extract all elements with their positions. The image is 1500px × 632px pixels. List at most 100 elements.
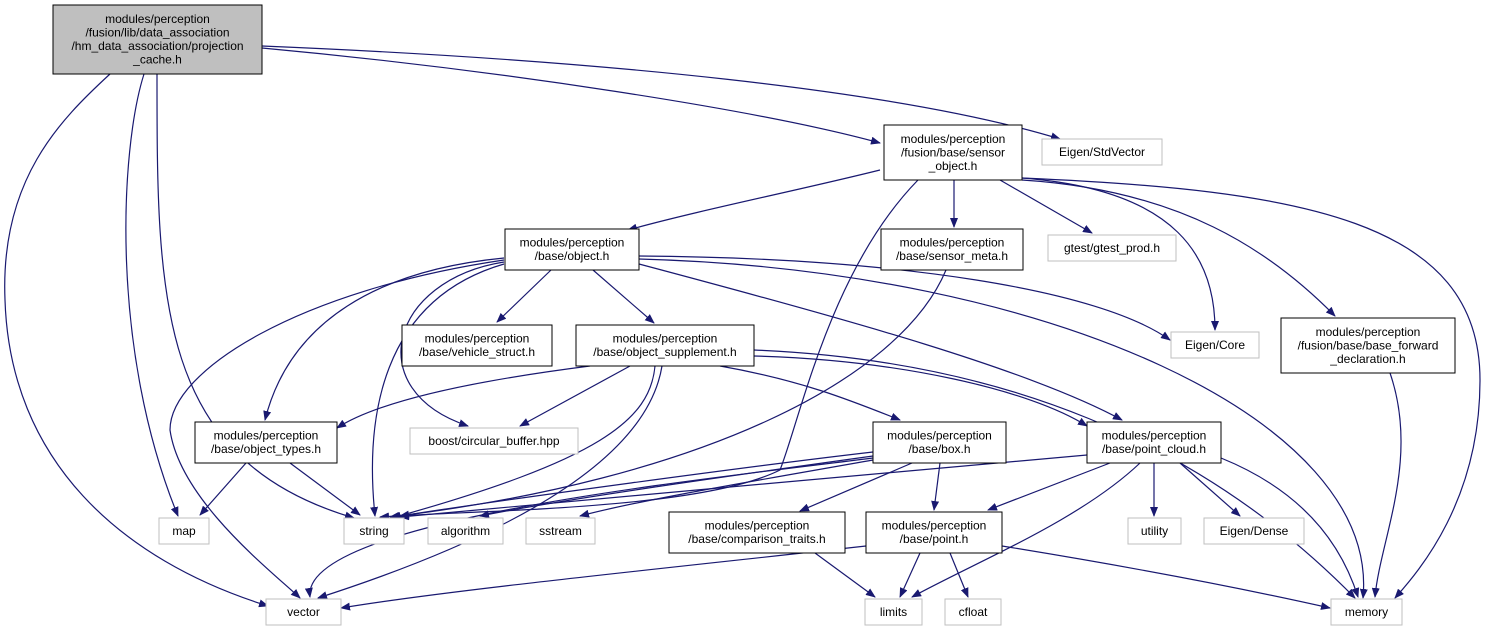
node-label-line: modules/perception <box>105 12 210 26</box>
node-gtest_prod: gtest/gtest_prod.h <box>1047 234 1177 262</box>
node-label-line: utility <box>1141 524 1168 538</box>
node-object_supplement[interactable]: modules/perception/base/object_supplemen… <box>575 324 755 367</box>
node-sstream: sstream <box>525 517 596 545</box>
node-box-vehicle_struct <box>401 324 553 367</box>
node-base_forward_declaration[interactable]: modules/perception/fusion/base/base_forw… <box>1280 317 1456 374</box>
node-box-map <box>158 517 210 545</box>
node-label-line: Eigen/Core <box>1185 338 1245 352</box>
edge-projection_cache-to-vector <box>4 73 269 608</box>
edge-object_supplement-to-string <box>391 365 656 520</box>
edge-sensor_object-to-memory <box>1021 177 1481 599</box>
node-box-base_object <box>504 228 640 271</box>
node-label-line: modules/perception <box>425 332 530 346</box>
edge-sensor_object-to-base_forward_declaration <box>1021 179 1336 317</box>
node-box-base_point <box>865 511 1003 554</box>
edge-base_point-to-cfloat <box>949 552 969 598</box>
node-label-line: vector <box>287 605 320 619</box>
node-sensor_meta[interactable]: modules/perception/base/sensor_meta.h <box>880 228 1024 271</box>
node-box[interactable]: modules/perception/base/box.h <box>872 421 1007 464</box>
node-label-line: modules/perception <box>1102 429 1207 443</box>
node-base_object[interactable]: modules/perception/base/object.h <box>504 228 640 271</box>
node-utility: utility <box>1127 517 1182 545</box>
node-box-cfloat <box>944 598 1002 626</box>
node-projection_cache[interactable]: modules/perception/fusion/lib/data_assoc… <box>52 4 263 75</box>
node-algorithm: algorithm <box>427 517 504 545</box>
edge-base_object-to-eigen_core <box>638 255 1171 341</box>
node-label-line: /base/point.h <box>900 532 969 546</box>
edge-object_supplement-to-object_types <box>336 365 591 429</box>
edge-base_object-to-string <box>370 263 505 517</box>
node-box-eigen_core <box>1170 331 1260 359</box>
node-label-line: /fusion/base/base_forward <box>1298 338 1439 352</box>
edge-sensor_object-to-gtest_prod <box>999 179 1093 234</box>
node-box-sensor_meta <box>880 228 1024 271</box>
edge-object_types-to-string <box>289 462 361 516</box>
node-label-line: modules/perception <box>520 236 625 250</box>
node-box-box <box>872 421 1007 464</box>
node-point_cloud[interactable]: modules/perception/base/point_cloud.h <box>1086 421 1222 464</box>
node-box-comparison_traits <box>668 511 846 554</box>
edge-sensor_object-to-string <box>379 179 919 521</box>
edge-base_object-to-vehicle_struct <box>496 269 552 323</box>
node-label-line: _object.h <box>928 159 978 173</box>
node-label-line: modules/perception <box>900 236 1005 250</box>
edge-sensor_object-to-base_object <box>627 169 881 232</box>
node-string: string <box>343 517 405 545</box>
node-box-algorithm <box>427 517 504 545</box>
node-vector: vector <box>265 598 342 626</box>
node-box-point_cloud <box>1086 421 1222 464</box>
node-eigen_dense: Eigen/Dense <box>1203 517 1305 545</box>
node-vehicle_struct[interactable]: modules/perception/base/vehicle_struct.h <box>401 324 553 367</box>
edge-projection_cache-to-map <box>125 73 179 517</box>
node-box-eigen_dense <box>1203 517 1305 545</box>
edge-object_supplement-to-circular_buffer <box>519 365 631 427</box>
node-label-line: cfloat <box>959 605 988 619</box>
node-box-object_supplement <box>575 324 755 367</box>
edge-object_supplement-to-point_cloud <box>753 355 1088 427</box>
node-eigen_stdvector: Eigen/StdVector <box>1041 138 1163 166</box>
edge-point_cloud-to-limits <box>911 462 1141 598</box>
edge-box-to-algorithm <box>479 455 874 519</box>
edge-box-to-comparison_traits <box>799 462 913 512</box>
edge-box-to-string <box>399 451 874 519</box>
node-memory: memory <box>1330 598 1403 626</box>
node-box-limits <box>864 598 923 626</box>
node-label-line: modules/perception <box>613 332 718 346</box>
edge-point_cloud-to-string <box>399 454 1088 521</box>
edge-object_supplement-to-vector <box>317 365 663 600</box>
edge-object_types-to-map <box>199 462 247 516</box>
node-label-line: /base/vehicle_struct.h <box>419 345 535 359</box>
node-comparison_traits[interactable]: modules/perception/base/comparison_trait… <box>668 511 846 554</box>
node-box-circular_buffer <box>409 427 579 455</box>
node-label-line: gtest/gtest_prod.h <box>1064 241 1160 255</box>
node-sensor_object[interactable]: modules/perception/fusion/base/sensor_ob… <box>883 124 1023 181</box>
node-label-line: Eigen/Dense <box>1220 524 1289 538</box>
edge-point_cloud-to-eigen_dense <box>1179 462 1241 517</box>
edge-base_forward_declaration-to-memory <box>1371 372 1402 598</box>
node-label-line: /base/object.h <box>535 249 610 263</box>
node-label-line: modules/perception <box>1316 325 1421 339</box>
node-box-vector <box>265 598 342 626</box>
node-label-line: modules/perception <box>882 519 987 533</box>
node-label-line: /hm_data_association/projection <box>71 39 243 53</box>
edge-sensor_meta-to-string <box>389 269 947 520</box>
node-label-line: memory <box>1345 605 1388 619</box>
node-label-line: Eigen/StdVector <box>1059 145 1145 159</box>
node-label-line: algorithm <box>441 524 490 538</box>
node-object_types[interactable]: modules/perception/base/object_types.h <box>194 421 338 464</box>
edge-projection_cache-to-string <box>156 73 355 520</box>
node-base_point[interactable]: modules/perception/base/point.h <box>865 511 1003 554</box>
node-box-sensor_object <box>883 124 1023 181</box>
node-box-eigen_stdvector <box>1041 138 1163 166</box>
edge-point_cloud-to-memory <box>1220 457 1360 598</box>
node-box-object_types <box>194 421 338 464</box>
edge-comparison_traits-to-limits <box>814 552 876 598</box>
node-label-line: modules/perception <box>705 519 810 533</box>
node-label-line: /base/object_supplement.h <box>593 345 736 359</box>
node-box-gtest_prod <box>1047 234 1177 262</box>
node-label-line: /base/box.h <box>908 442 970 456</box>
node-eigen_core: Eigen/Core <box>1170 331 1260 359</box>
edge-point_cloud-to-base_point <box>987 462 1111 511</box>
node-label-line: modules/perception <box>901 132 1006 146</box>
